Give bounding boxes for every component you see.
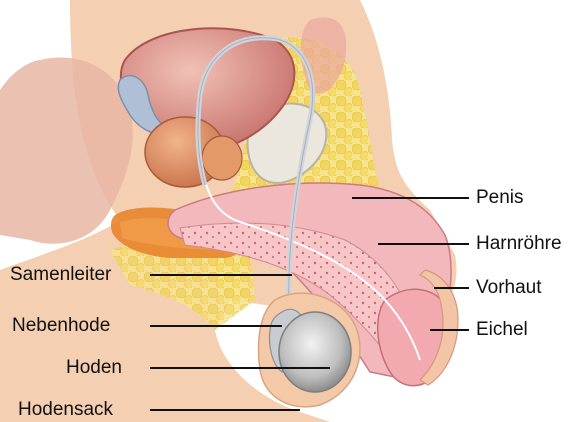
label-harnroehre: Harnröhre xyxy=(476,234,562,254)
label-vorhaut: Vorhaut xyxy=(476,278,542,298)
label-hodensack: Hodensack xyxy=(18,400,113,420)
label-penis: Penis xyxy=(476,188,524,208)
label-samenleiter: Samenleiter xyxy=(10,265,111,285)
label-eichel: Eichel xyxy=(476,320,528,340)
label-hoden: Hoden xyxy=(66,358,122,378)
label-nebenhode: Nebenhode xyxy=(12,316,110,336)
